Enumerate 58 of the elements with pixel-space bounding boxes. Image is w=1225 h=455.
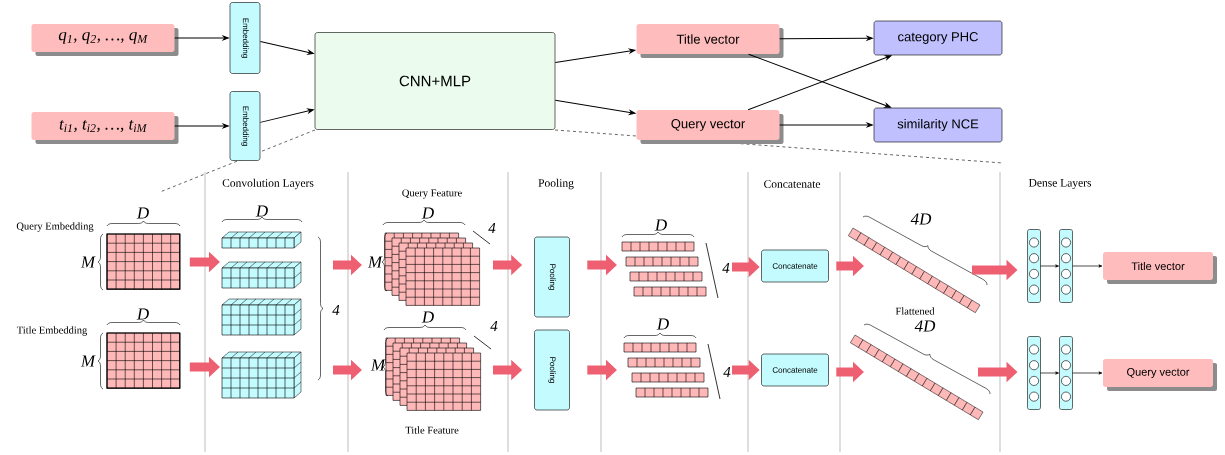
arrow (779, 122, 873, 128)
section-heading: Convolution Layers (222, 178, 314, 190)
arrow (554, 48, 636, 64)
section-heading: Dense Layers (1028, 179, 1092, 189)
process-box: Concatenate (761, 249, 829, 283)
arrow (554, 99, 636, 115)
process-box: Title vector (1103, 252, 1217, 284)
caption-text: Query Embedding (16, 222, 94, 232)
dense-layer-drawing (1059, 229, 1073, 303)
process-box: t$_{i1}$, t$_{i2}$, …, t$_{iM}$ (31, 112, 179, 144)
process-box: Title vector (636, 24, 784, 58)
dimension-label: 4D (910, 213, 932, 225)
process-box: Concatenate (761, 353, 829, 387)
arrow (174, 123, 229, 129)
dimension-label: M (370, 359, 386, 371)
count-label: 4 (722, 263, 730, 273)
dense-layer-drawing (1027, 229, 1041, 303)
process-box: CNN+MLP (314, 32, 556, 130)
count-label: 4 (332, 305, 340, 315)
dimension-label: M (80, 355, 96, 367)
dimension-label: M (367, 256, 383, 268)
rotated-label-box: Pooling (534, 236, 570, 318)
dense-layer-drawing (1059, 336, 1073, 410)
arrow (259, 41, 314, 55)
dimension-label: D (656, 318, 669, 330)
rotated-label-box: Pooling (534, 329, 570, 411)
dimension-label: D (654, 219, 667, 231)
count-label: 4 (490, 321, 498, 331)
dimension-label: D (421, 207, 434, 219)
caption-text: Title Feature (405, 426, 459, 434)
section-heading: Concatenate (764, 180, 821, 188)
dimension-label: 4D (914, 320, 936, 332)
caption-text: Flattened (895, 307, 935, 315)
count-label: 4 (723, 367, 731, 377)
arrow (1072, 264, 1103, 268)
caption-text: Query Feature (402, 189, 462, 199)
rotated-label-box: Embedding (229, 2, 261, 74)
process-box: similarity NCE (873, 107, 1003, 143)
dimension-label: M (80, 256, 96, 268)
arrow (1072, 371, 1103, 375)
caption-text: Title Embedding (16, 326, 88, 336)
dense-layer-drawing (1027, 336, 1041, 410)
process-box: Query vector (1103, 359, 1217, 391)
dimension-label: D (136, 207, 149, 219)
process-box: Query vector (636, 110, 784, 144)
arrow (1040, 264, 1059, 268)
arrow (259, 108, 314, 123)
arrow (779, 35, 873, 41)
dimension-label: D (136, 308, 149, 320)
arrow (174, 35, 229, 41)
rotated-label-box: Embedding (229, 91, 261, 161)
dimension-label: D (421, 311, 434, 323)
section-heading: Pooling (538, 178, 574, 190)
process-box: q$_{1}$, q$_{2}$, …, q$_{M}$ (31, 24, 179, 56)
count-label: 4 (488, 223, 496, 233)
arrow (1040, 371, 1059, 375)
dimension-label: D (255, 205, 268, 217)
process-box: category PHC (873, 20, 1003, 56)
